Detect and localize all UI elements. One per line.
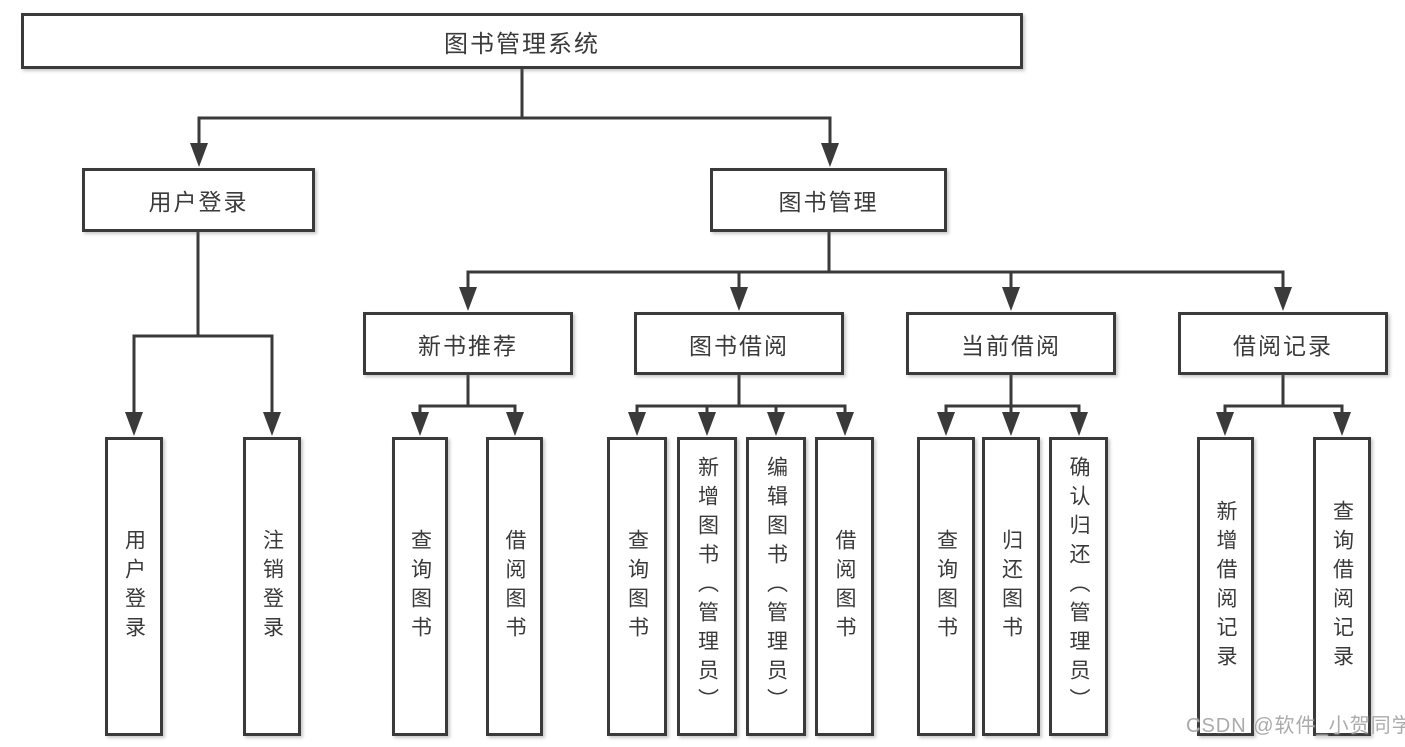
leaf-bb-query-books: 查询图书 [607,437,667,736]
leaf-bb-borrow-books: 借阅图书 [815,437,874,736]
node-book-borrowing: 图书借阅 [634,312,844,375]
leaf-rec-query-record: 查询借阅记录 [1313,437,1371,736]
leaf-cb-query-books-label: 查询图书 [934,528,958,645]
leaf-nb-borrow-books: 借阅图书 [486,437,543,736]
leaf-cb-confirm-return-admin-label: 确认归还（管理员） [1067,456,1090,717]
leaf-nb-borrow-books-label: 借阅图书 [503,528,526,645]
tree-branch-lines [132,67,1344,415]
node-root-label: 图书管理系统 [444,30,600,58]
leaf-cb-query-books: 查询图书 [917,437,975,736]
csdn-watermark: CSDN @软件_小贺同学 [1186,715,1405,737]
node-book-management: 图书管理 [710,168,947,232]
leaf-user-login: 用户登录 [105,437,163,736]
leaf-bb-query-books-label: 查询图书 [625,528,649,645]
node-user-login: 用户登录 [82,168,315,232]
leaf-logout: 注销登录 [243,437,301,736]
leaf-nb-query-books: 查询图书 [392,437,448,736]
leaf-rec-add-record-label: 新增借阅记录 [1214,499,1237,674]
node-new-book-recommend-label: 新书推荐 [418,332,518,359]
node-user-login-label: 用户登录 [148,189,249,215]
leaf-bb-borrow-books-label: 借阅图书 [833,528,856,645]
node-current-borrowing-label: 当前借阅 [961,332,1061,359]
node-borrowing-records: 借阅记录 [1178,312,1388,375]
node-root: 图书管理系统 [21,13,1023,69]
leaf-cb-return-books: 归还图书 [982,437,1040,736]
node-borrowing-records-label: 借阅记录 [1233,332,1333,359]
node-book-management-label: 图书管理 [778,189,879,215]
node-current-borrowing: 当前借阅 [906,312,1116,375]
arrow-down-icons [125,143,1351,436]
leaf-bb-add-books-admin: 新增图书（管理员） [677,437,737,736]
leaf-cb-confirm-return-admin: 确认归还（管理员） [1049,437,1108,736]
node-book-borrowing-label: 图书借阅 [689,332,789,359]
leaf-cb-return-books-label: 归还图书 [999,528,1023,645]
leaf-logout-label: 注销登录 [260,528,284,645]
node-new-book-recommend: 新书推荐 [363,312,573,375]
leaf-nb-query-books-label: 查询图书 [408,528,432,645]
leaf-bb-edit-books-admin-label: 编辑图书（管理员） [764,456,788,717]
leaf-rec-add-record: 新增借阅记录 [1197,437,1254,736]
leaf-user-login-label: 用户登录 [122,528,146,645]
leaf-rec-query-record-label: 查询借阅记录 [1330,499,1354,674]
leaf-bb-add-books-admin-label: 新增图书（管理员） [695,456,719,717]
leaf-bb-edit-books-admin: 编辑图书（管理员） [746,437,806,736]
